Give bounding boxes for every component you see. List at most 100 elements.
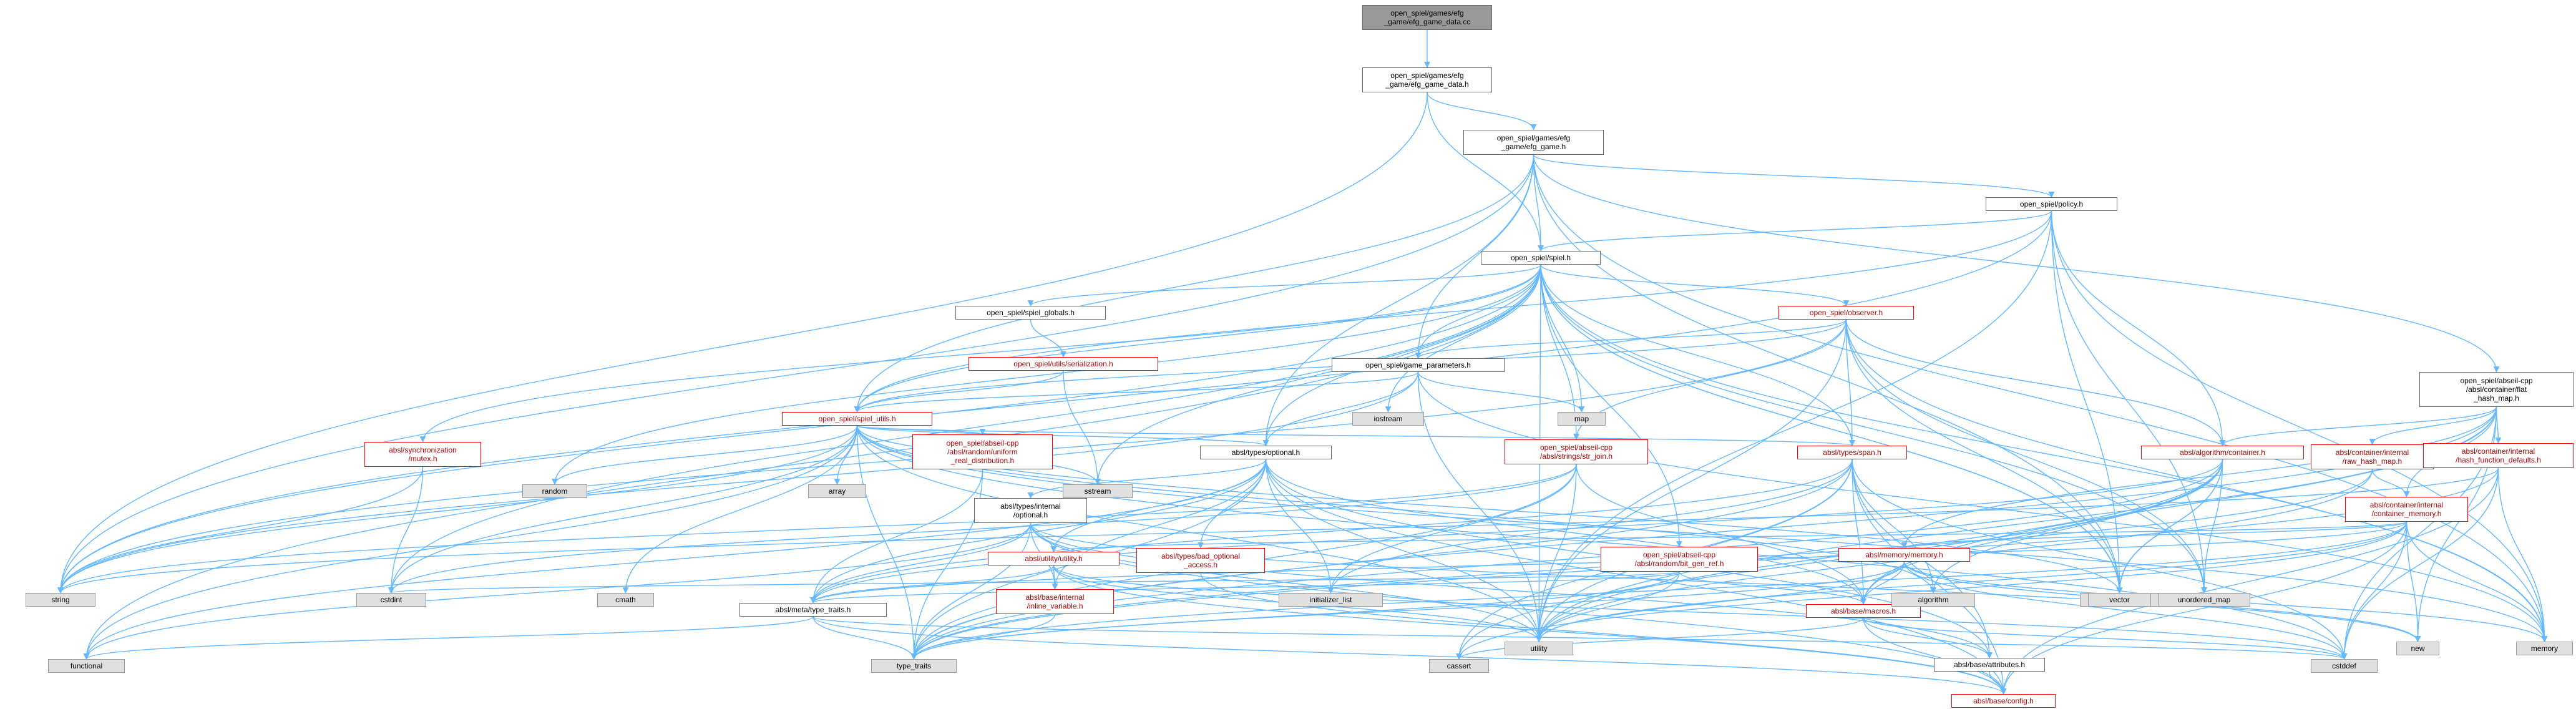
node-algorithm[interactable]: algorithm [1891,593,1975,607]
node-serialization[interactable]: open_spiel/utils/serialization.h [968,357,1158,371]
node-string[interactable]: string [26,593,95,607]
node-opt-internal[interactable]: absl/types/internal /optional.h [974,498,1087,523]
node-flat-hash[interactable]: open_spiel/abseil-cpp /absl/container/fl… [2419,372,2574,407]
node-label: absl/types/span.h [1823,448,1881,457]
node-strjoin[interactable]: open_spiel/abseil-cpp /absl/strings/str_… [1505,439,1648,464]
edge-span-to-cstddef [1852,459,2348,660]
node-macros[interactable]: absl/base/macros.h [1806,604,1921,618]
edge-hash-defaults-to-string [57,467,2499,594]
edge-mutex-to-string [57,466,424,594]
node-efg-h[interactable]: open_spiel/games/efg _game/efg_game.h [1463,130,1604,155]
node-gameparams[interactable]: open_spiel/game_parameters.h [1332,358,1505,372]
edge-span-to-type-traits-h [810,459,1853,604]
node-cassert[interactable]: cassert [1429,659,1489,673]
edge-spiel-to-functional [83,264,1541,660]
node-map[interactable]: map [1558,412,1606,426]
node-bitgen[interactable]: open_spiel/abseil-cpp /absl/random/bit_g… [1601,547,1758,572]
edge-observer-to-span [1845,319,1855,446]
edge-spiel-utils-to-cstddef [856,425,2348,660]
node-attributes[interactable]: absl/base/attributes.h [1934,658,2045,672]
edge-span-to-macros [1852,459,1866,605]
edge-memory-h-to-type-traits [910,561,1905,660]
node-new[interactable]: new [2396,642,2439,655]
edge-container-memory-to-memory [2406,521,2548,642]
edge-observer-to-alg-container [1845,319,2226,446]
node-unordered-map[interactable]: unordered_map [2158,593,2250,607]
node-spiel[interactable]: open_spiel/spiel.h [1481,251,1601,265]
node-label: absl/meta/type_traits.h [775,605,851,614]
edge-policy-to-alg-container [2051,210,2226,446]
node-cstddef[interactable]: cstddef [2311,659,2378,673]
node-label: absl/synchronization /mutex.h [389,446,457,463]
node-uniform[interactable]: open_spiel/abseil-cpp /absl/random/unifo… [912,434,1053,469]
node-label: new [2411,644,2425,653]
node-array[interactable]: array [808,484,866,498]
node-type-traits-h[interactable]: absl/meta/type_traits.h [739,603,887,617]
node-random[interactable]: random [522,484,587,498]
node-observer[interactable]: open_spiel/observer.h [1778,306,1914,320]
node-utility[interactable]: utility [1505,642,1573,655]
node-utility-h[interactable]: absl/utility/utility.h [988,552,1120,565]
edge-gameparams-to-spiel-utils [854,371,1419,413]
node-bad-opt[interactable]: absl/types/bad_optional _access.h [1136,548,1265,573]
node-policy[interactable]: open_spiel/policy.h [1986,197,2117,211]
node-cmath[interactable]: cmath [597,593,654,607]
node-raw-hash[interactable]: absl/container/internal /raw_hash_map.h [2311,444,2434,469]
node-label: cmath [615,595,636,604]
edge-macros-to-cassert [1456,617,1864,660]
edge-bitgen-to-type-traits-h [810,571,1680,604]
node-spiel-utils[interactable]: open_spiel/spiel_utils.h [782,412,932,426]
edge-spiel-to-numeric [1540,264,2122,594]
node-iostream[interactable]: iostream [1352,412,1424,426]
edge-utility-h-to-config [1053,565,2007,695]
edge-container-memory-to-type-traits [910,521,2408,660]
node-config[interactable]: absl/base/config.h [1951,694,2056,708]
edge-spiel-utils-to-functional [83,425,858,660]
node-mutex[interactable]: absl/synchronization /mutex.h [364,442,481,467]
node-label: open_spiel/abseil-cpp /absl/strings/str_… [1539,443,1613,461]
edge-serialization-to-sstream [1063,370,1101,485]
node-initializer-list[interactable]: initializer_list [1279,593,1383,607]
node-label: cstddef [2332,662,2356,670]
edge-observer-to-vector [1845,319,2123,594]
edge-spiel-utils-to-cmath [622,425,858,594]
node-hash-defaults[interactable]: absl/container/internal /hash_function_d… [2423,443,2574,468]
node-optional[interactable]: absl/types/optional.h [1200,446,1332,459]
edge-optional-to-config [1265,459,2007,695]
node-memory[interactable]: memory [2516,642,2573,655]
edge-attributes-to-config [1989,671,2007,695]
edge-hash-defaults-to-config [2000,467,2499,695]
node-label: absl/types/internal /optional.h [1000,502,1061,519]
node-functional[interactable]: functional [48,659,125,673]
edge-utility-h-to-cstddef [1053,565,2348,660]
node-efg-data-h[interactable]: open_spiel/games/efg _game/efg_game_data… [1362,67,1492,92]
edge-macros-to-attributes [1863,617,1993,658]
edge-spiel-to-gameparams [1415,264,1541,359]
node-root[interactable]: open_spiel/games/efg _game/efg_game_data… [1362,5,1492,30]
node-alg-container[interactable]: absl/algorithm/container.h [2141,446,2304,459]
node-type-traits[interactable]: type_traits [871,659,957,673]
edge-policy-to-vector [2051,210,2123,594]
node-label: absl/base/config.h [1973,697,2034,705]
node-memory-h[interactable]: absl/memory/memory.h [1838,548,1970,562]
node-cstdint[interactable]: cstdint [356,593,426,607]
node-span[interactable]: absl/types/span.h [1797,446,1907,459]
node-label: absl/base/macros.h [1830,607,1896,615]
edge-gameparams-to-string [57,371,1419,594]
node-inline-var[interactable]: absl/base/internal /inline_variable.h [996,589,1114,614]
node-label: random [542,487,568,496]
node-label: type_traits [896,662,932,670]
edge-bitgen-to-cstdint [389,571,1680,594]
node-globals[interactable]: open_spiel/spiel_globals.h [955,306,1106,320]
node-container-memory[interactable]: absl/container/internal /container_memor… [2345,497,2468,522]
edge-container-memory-to-cstddef [2341,521,2408,660]
edge-spiel-to-map [1540,264,1585,413]
edge-efg-h-to-string [57,154,1534,594]
node-sstream[interactable]: sstream [1063,484,1133,498]
edge-bitgen-to-utility [1536,571,1680,642]
edge-observer-to-utility [1536,319,1847,642]
edge-spiel-to-bitgen [1540,264,1682,547]
node-label: absl/container/internal /hash_function_d… [2456,447,2541,464]
node-label: absl/memory/memory.h [1865,550,1943,559]
node-vector[interactable]: vector [2088,593,2151,607]
